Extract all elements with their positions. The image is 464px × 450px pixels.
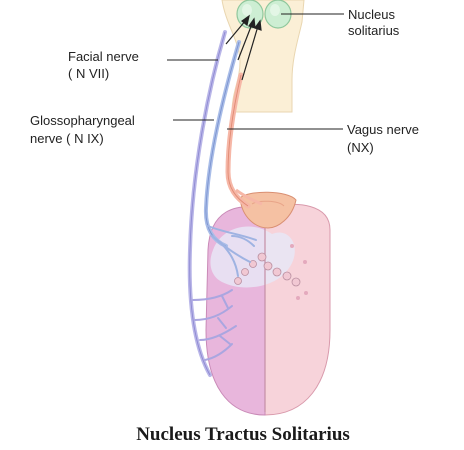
label-glossopharyngeal-nerve: Glossopharyngeal nerve ( N IX) (30, 113, 138, 146)
nucleus-arrows (225, 14, 262, 81)
label-vagus-nerve: Vagus nerve (NX) (347, 122, 423, 155)
papillae (234, 252, 301, 287)
leader-lines (167, 13, 344, 130)
diagram-caption: Nucleus Tractus Solitarius (136, 424, 350, 445)
vagus-nerve (225, 72, 263, 209)
glossopharyngeal-nerve (203, 40, 257, 277)
tongue (205, 203, 331, 416)
facial-nerve (187, 30, 237, 377)
label-facial-nerve: Facial nerve ( N VII) (68, 49, 142, 81)
label-nucleus-solitarius: Nucleus solitarius (348, 7, 400, 38)
